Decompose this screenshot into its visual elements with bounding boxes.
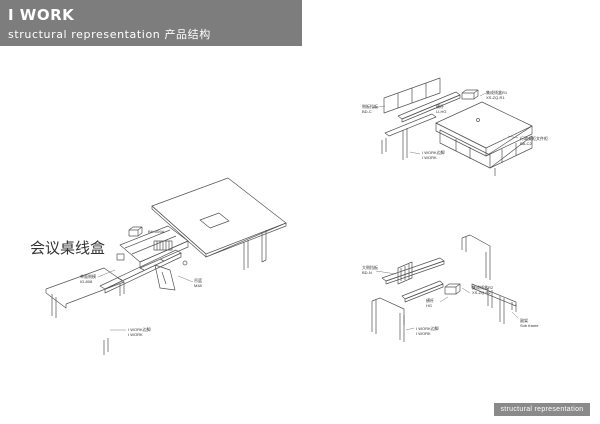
callout-tr-panel-cn: 侧板挡板 (362, 104, 378, 109)
executive-desk-diagram (372, 78, 532, 176)
callout-tr-leg-cn: I WORK边脚 (422, 150, 445, 155)
callout-tr-leg-en: I WORK (422, 155, 437, 160)
page-subtitle: structural representation 产品结构 (8, 28, 211, 41)
callout-left-arm-cn: 吊篮 (194, 278, 202, 283)
callout-tr-beam-cn: 横杆 (436, 104, 444, 109)
header-banner: I WORK structural representation 产品结构 (0, 0, 302, 46)
page-title: I WORK (8, 6, 75, 24)
callout-left-bracket-cn: 单面侧模 (80, 274, 96, 279)
callout-br-beam-en: HG (426, 303, 432, 308)
section-label: 会议桌线盒 (30, 239, 106, 257)
callout-left-arm-en: M48 (194, 283, 202, 288)
callout-left-leg-cn: I WORK边脚 (128, 327, 151, 332)
callout-br-leg-cn: I WORK边脚 (416, 326, 439, 331)
callout-br-box-cn: 集成线盒R2 (472, 285, 494, 290)
callout-left-leg-en: I WORK (128, 332, 143, 337)
callout-br-box-en: XS-ZQ-R2 (472, 290, 491, 295)
callout-tr-panel-en: BD-C (362, 109, 372, 114)
conference-table-diagram (46, 178, 286, 355)
callout-tr-top-en: XS-ZQ-R1 (486, 95, 505, 100)
callout-br-leg-en: I WORK (416, 331, 431, 336)
callout-br-panel-cn: 大侧挡板 (362, 265, 378, 270)
callout-tr-cabinet-en: BA-C2 (520, 141, 532, 146)
desk-frame-diagram (372, 235, 518, 342)
callout-tr-cabinet-cn: 行政桌柜文件柜 (520, 136, 548, 141)
callout-br-beam-cn: 横杆 (426, 298, 434, 303)
callout-left-bracket-en: IG-808 (80, 279, 93, 284)
callout-tr-beam-en: LLHG (436, 109, 447, 114)
callout-br-panel-en: BD-N (362, 270, 372, 275)
footer-tag: structural representation (494, 403, 590, 416)
callout-tr-top-cn: 集成线盒R1 (486, 90, 508, 95)
callout-left-box: BH-009A (148, 229, 165, 234)
callout-br-sub-en: Sub frame (520, 323, 539, 328)
callout-br-sub-cn: 副架 (520, 318, 528, 323)
